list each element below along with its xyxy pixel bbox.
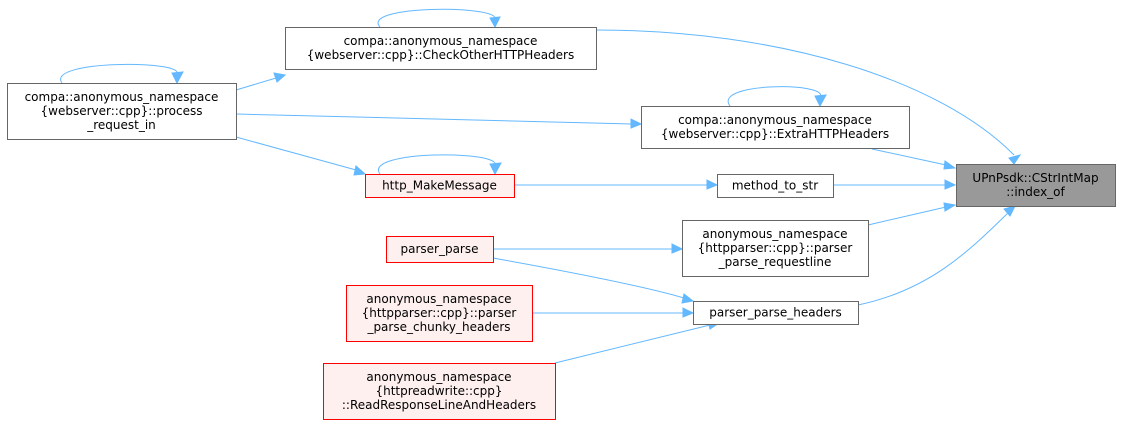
edge-parser_parse-to-parse_requestline	[493, 243, 684, 254]
edge-line	[377, 8, 496, 28]
node-label-line: {webserver::cpp}::ExtraHTTPHeaders	[661, 127, 889, 141]
node-label-line: ::index_of	[1006, 185, 1065, 199]
node-label-line: {httpreadwrite::cpp}	[375, 384, 502, 398]
edge-arrowhead	[681, 293, 695, 304]
edge-read_response-to-parse_headers	[554, 319, 721, 364]
edge-line	[867, 206, 947, 226]
edge-line	[492, 257, 685, 299]
node-label-line: parser_parse	[400, 242, 478, 256]
node-label-line: parser_parse_headers	[709, 306, 842, 320]
node-label-line: UPnPsdk::CStrIntMap	[972, 171, 1098, 185]
edge-line	[377, 154, 496, 175]
node-label-line: compa::anonymous_namespace	[25, 90, 219, 104]
node-chunky-headers[interactable]: anonymous_namespace{httpparser::cpp}::pa…	[346, 285, 533, 342]
edge-extra_http-to-index_of	[871, 148, 957, 170]
node-label-line: compa::anonymous_namespace	[678, 113, 872, 127]
edge-parser_parse-to-parse_headers	[492, 257, 695, 304]
node-label-line: method_to_str	[732, 179, 818, 193]
node-index-of[interactable]: UPnPsdk::CStrIntMap::index_of	[956, 164, 1116, 207]
edge-extra_http-to-extra_http	[727, 86, 827, 108]
node-check-other[interactable]: compa::anonymous_namespace{webserver::cp…	[285, 27, 597, 70]
node-label-line: anonymous_namespace	[366, 370, 511, 384]
edge-chunky_headers-to-parse_headers	[532, 307, 695, 318]
edge-check_other-to-check_other	[377, 8, 501, 29]
nodes-layer: UPnPsdk::CStrIntMap::index_of compa::anon…	[7, 27, 1116, 420]
edge-arrowhead	[273, 72, 287, 83]
edge-process_request_in-to-http_makemessage	[235, 136, 367, 176]
edge-line	[554, 324, 711, 364]
edge-line	[235, 77, 277, 91]
edge-line	[727, 86, 821, 107]
edge-arrowhead	[1008, 154, 1022, 165]
edge-arrowhead	[630, 118, 643, 129]
edge-process_request_in-to-extra_http	[235, 113, 643, 129]
node-label-line: _request_in	[86, 118, 156, 132]
edge-arrowhead	[814, 94, 827, 108]
edge-parse_headers-to-index_of	[857, 205, 1016, 306]
edge-process_request_in-to-check_other	[235, 72, 287, 91]
edge-arrowhead	[943, 202, 957, 212]
edge-arrowhead	[944, 179, 957, 190]
node-method-to-str[interactable]: method_to_str	[717, 174, 834, 198]
edge-check_other-to-index_of	[595, 29, 1022, 165]
node-box	[365, 174, 515, 198]
node-label-line: _parse_chunky_headers	[366, 320, 510, 334]
node-box	[323, 363, 556, 420]
edge-line	[871, 148, 947, 166]
node-read-response[interactable]: anonymous_namespace{httpreadwrite::cpp}:…	[323, 363, 556, 420]
edge-arrowhead	[706, 179, 719, 190]
node-box	[386, 236, 494, 263]
edge-process_request_in-to-process_request_in	[60, 63, 184, 85]
edge-arrowhead	[943, 160, 957, 170]
node-http-makemessage[interactable]: http_MakeMessage	[365, 174, 515, 198]
edge-line	[857, 212, 1009, 306]
edge-arrowhead	[353, 165, 367, 176]
node-label-line: {webserver::cpp}::process	[41, 104, 203, 118]
edge-arrowhead	[1003, 205, 1016, 217]
node-label-line: {webserver::cpp}::CheckOtherHTTPHeaders	[307, 48, 575, 62]
node-label-line: anonymous_namespace	[702, 227, 847, 241]
node-box	[7, 83, 237, 140]
node-label-line: anonymous_namespace	[366, 292, 511, 306]
edge-line	[60, 63, 178, 84]
edge-parse_requestline-to-index_of	[867, 202, 957, 226]
node-label-line: ::ReadResponseLineAndHeaders	[342, 398, 536, 412]
node-parser-parse[interactable]: parser_parse	[386, 236, 494, 263]
edge-arrowhead	[489, 16, 501, 29]
edge-http_makemessage-to-http_makemessage	[377, 154, 502, 176]
edge-line	[235, 136, 357, 171]
edge-arrowhead	[671, 243, 684, 254]
node-box	[956, 164, 1116, 207]
edge-arrowhead	[489, 162, 502, 176]
edge-arrowhead	[171, 71, 184, 85]
node-box	[285, 27, 597, 70]
node-box	[641, 106, 910, 149]
node-box	[693, 301, 859, 325]
node-label-line: compa::anonymous_namespace	[344, 34, 538, 48]
edge-line	[235, 113, 633, 125]
edge-method_to_str-to-index_of	[833, 179, 957, 190]
node-box	[717, 174, 834, 198]
node-process-request-in[interactable]: compa::anonymous_namespace{webserver::cp…	[7, 83, 237, 140]
node-parse-headers[interactable]: parser_parse_headers	[693, 301, 859, 325]
node-box	[346, 285, 533, 342]
node-box	[682, 220, 869, 277]
node-label-line: http_MakeMessage	[382, 179, 497, 193]
node-label-line: {httpparser::cpp}::parser	[362, 306, 517, 320]
edges-layer	[60, 8, 1022, 364]
node-label-line: _parse_requestline	[718, 255, 832, 269]
edge-http_makemessage-to-method_to_str	[514, 179, 719, 190]
node-label-line: {httpparser::cpp}::parser	[698, 241, 853, 255]
node-parse-requestline[interactable]: anonymous_namespace{httpparser::cpp}::pa…	[682, 220, 869, 277]
edge-line	[595, 29, 1015, 156]
edge-arrowhead	[682, 307, 695, 318]
node-extra-http[interactable]: compa::anonymous_namespace{webserver::cp…	[641, 106, 910, 149]
